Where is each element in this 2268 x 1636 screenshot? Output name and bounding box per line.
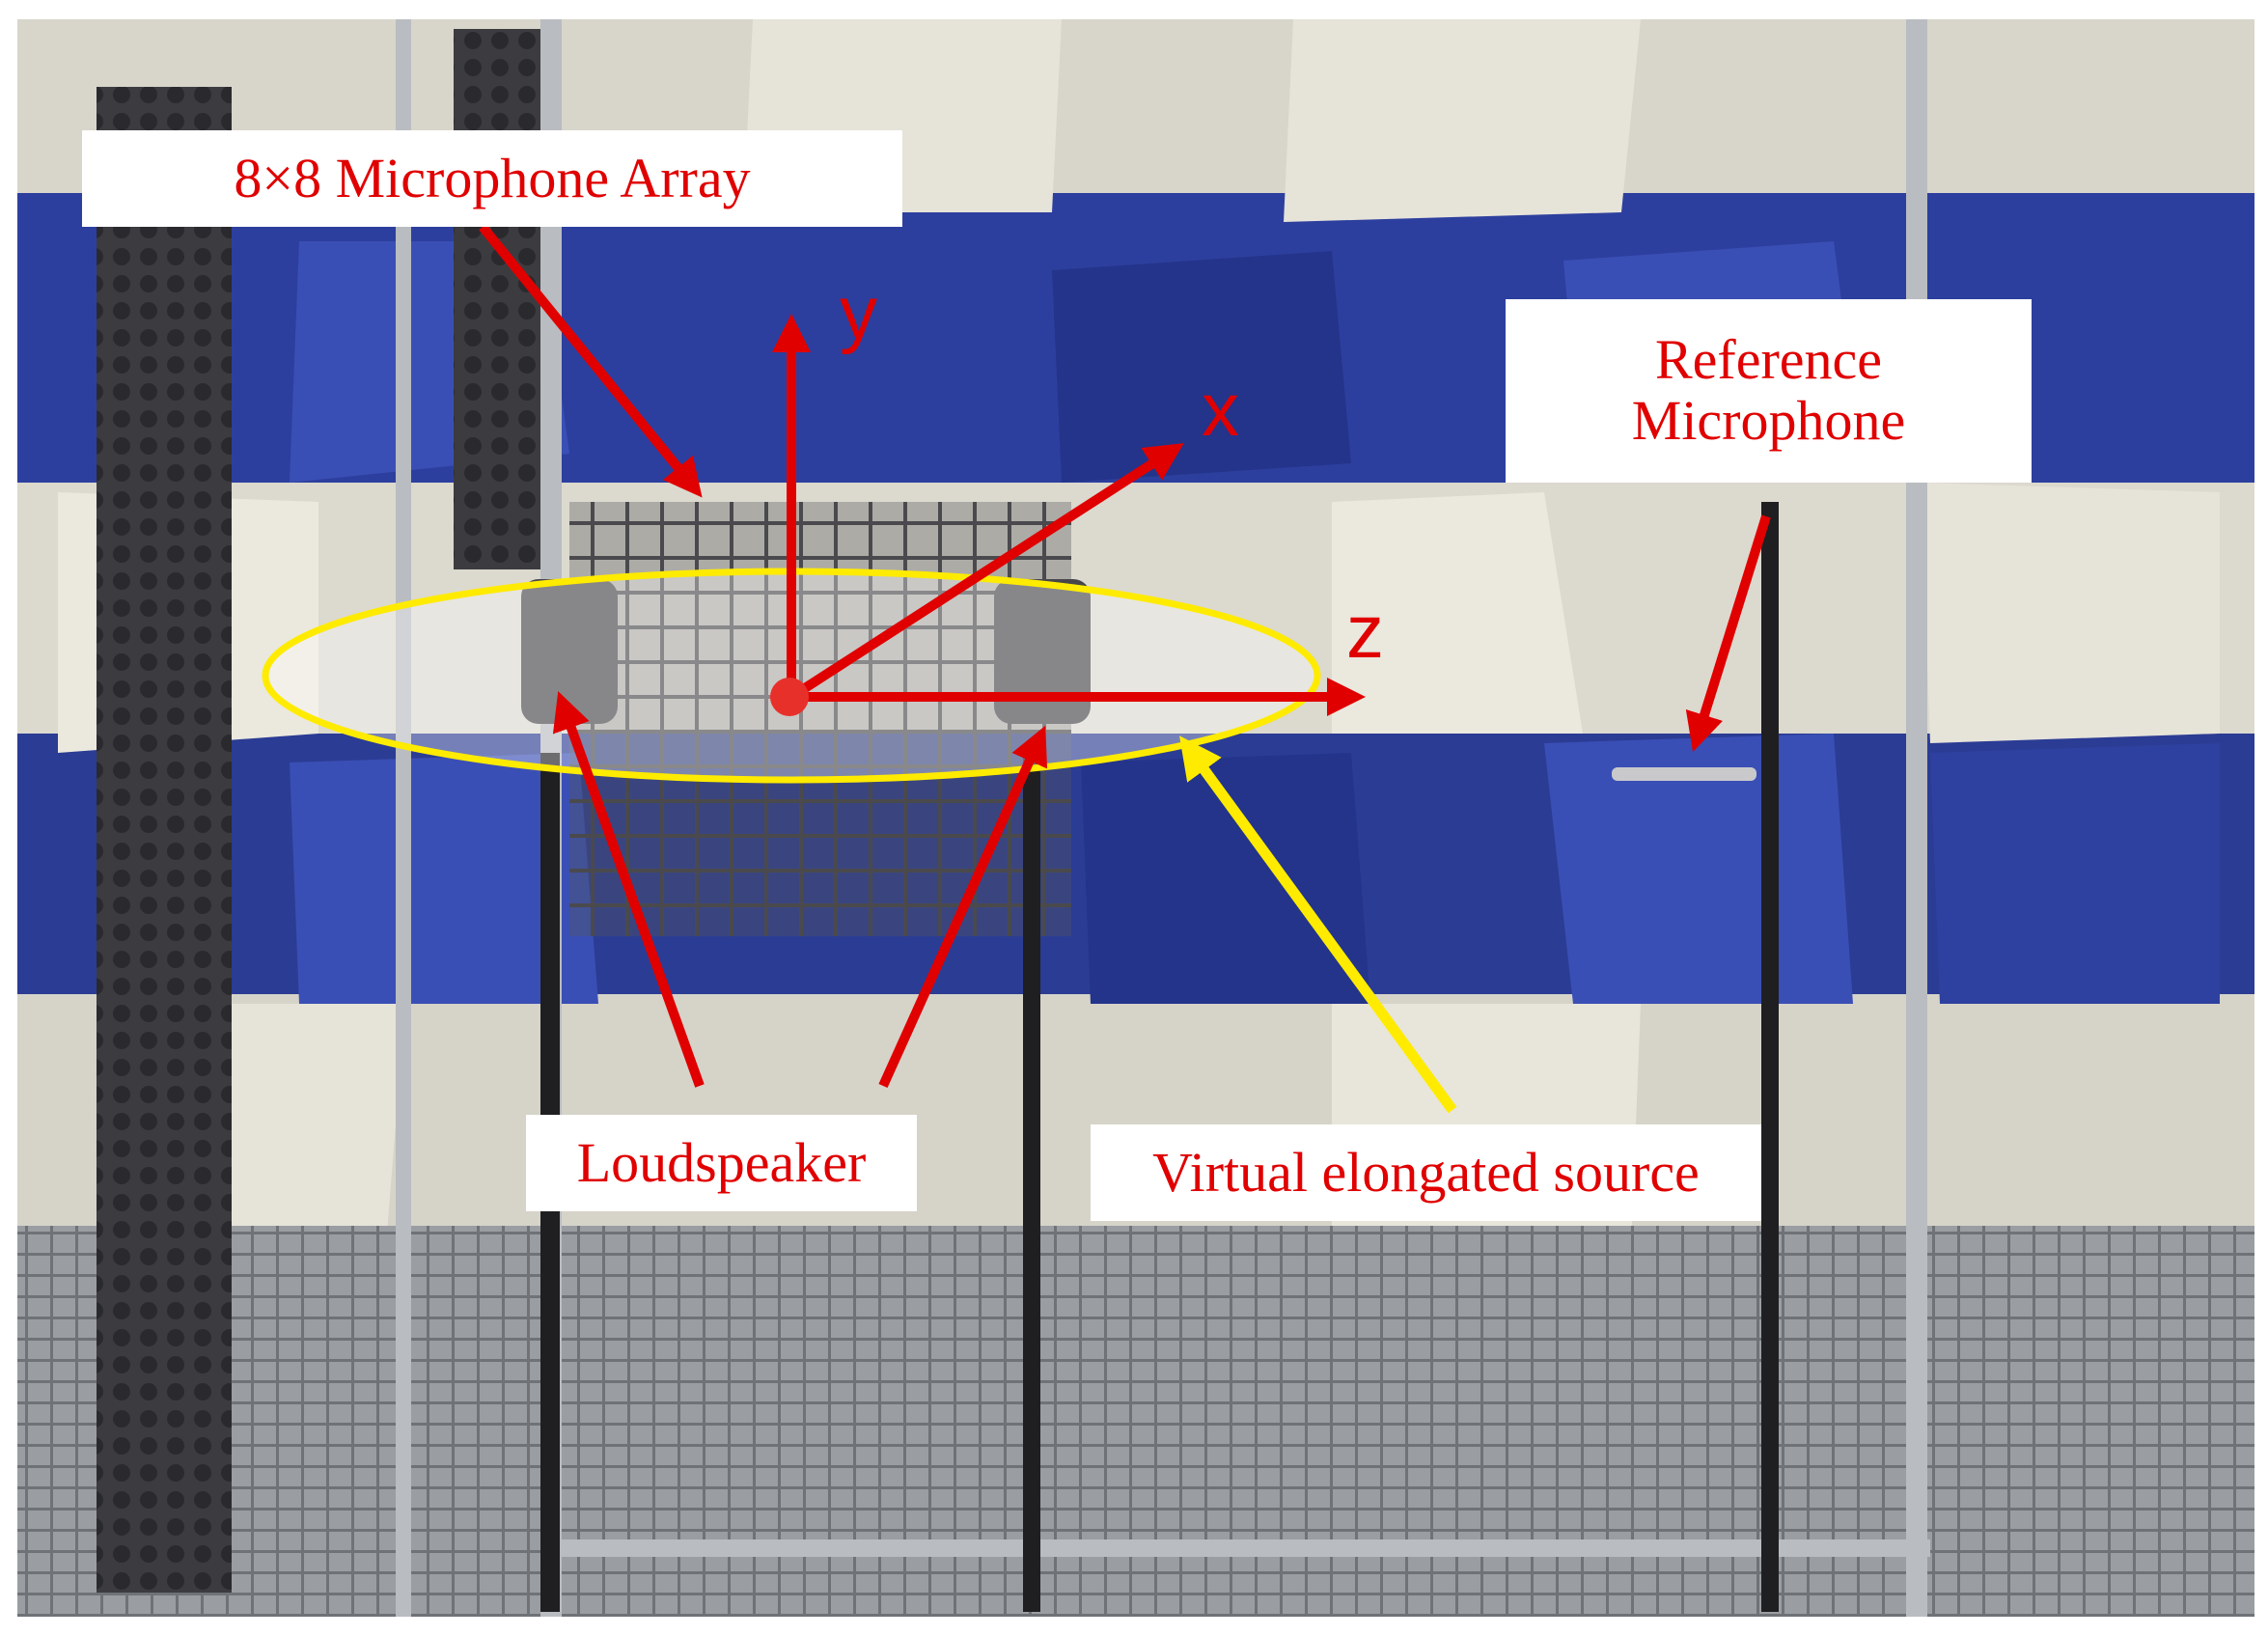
- reference-mic-pointer-arrow: [1685, 514, 1771, 753]
- loudspeaker-label-text: Loudspeaker: [576, 1130, 867, 1194]
- loudspeaker-right: [994, 579, 1091, 724]
- virtual-source-pointer-arrow: [1179, 735, 1457, 1114]
- origin-point: [770, 678, 809, 716]
- foam-pillar-center: [454, 29, 550, 569]
- loudspeaker-label: Loudspeaker: [526, 1115, 917, 1211]
- loudspeaker-left-pointer-arrow: [552, 691, 705, 1088]
- loudspeaker-left: [521, 579, 618, 724]
- mic-array-label: 8×8 Microphone Array: [82, 130, 902, 227]
- reference-mic-label-line1: Reference: [1654, 328, 1883, 392]
- foam-pillar-left: [97, 87, 232, 1593]
- reference-mic-body: [1612, 767, 1756, 781]
- reference-mic-label-line2: Microphone: [1631, 389, 1906, 452]
- mic-array-label-text: 8×8 Microphone Array: [234, 146, 751, 209]
- x-axis-arrow: [788, 443, 1184, 702]
- reference-mic-label: Reference Microphone: [1506, 299, 2032, 483]
- virtual-source-label-text: Virtual elongated source: [1152, 1140, 1700, 1204]
- mic-array-pointer-arrow: [479, 223, 703, 498]
- x-axis-label: x: [1202, 367, 1239, 452]
- stands: [540, 502, 1779, 1612]
- loudspeaker-right-pointer-arrow: [878, 725, 1048, 1089]
- virtual-source-label: Virtual elongated source: [1091, 1124, 1761, 1221]
- z-axis-label: z: [1346, 589, 1384, 674]
- y-axis-label: y: [840, 270, 877, 355]
